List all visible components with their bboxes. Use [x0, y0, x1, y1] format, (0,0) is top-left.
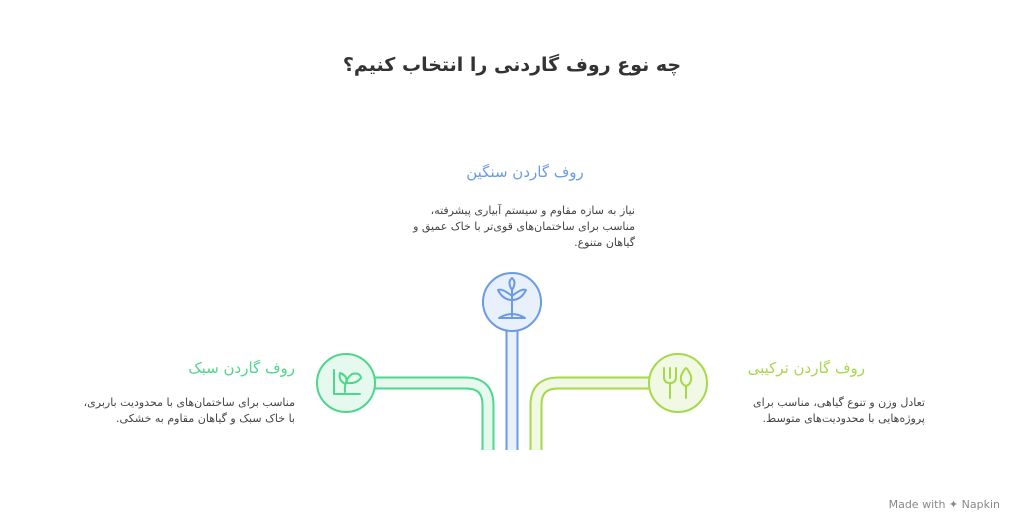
heavy-desc-line: گیاهان متنوع. — [574, 236, 635, 249]
combo-option-title: روف گاردن ترکیبی — [747, 359, 865, 377]
heavy-option-title: روف گاردن سنگین — [466, 163, 584, 181]
light-option-title: روف گاردن سبک — [188, 359, 295, 377]
napkin-brand: Napkin — [961, 498, 1000, 511]
garden-tools-icon — [663, 367, 693, 399]
combo-node — [648, 353, 708, 413]
light-option-description: مناسب برای ساختمان‌های با محدودیت باربری… — [40, 395, 295, 427]
combo-option-description: تعادل وزن و تنوع گیاهی، مناسب برای پروژه… — [725, 395, 925, 427]
made-with-napkin-footer[interactable]: Made with ✦ Napkin — [889, 498, 1000, 511]
light-desc-line: مناسب برای ساختمان‌های با محدودیت باربری… — [83, 396, 295, 409]
heavy-option-description: نیاز به سازه مقاوم و سیستم آبیاری پیشرفت… — [385, 203, 635, 251]
heavy-desc-line: مناسب برای ساختمان‌های قوی‌تر با خاک عمی… — [413, 220, 635, 233]
combo-desc-line: تعادل وزن و تنوع گیاهی، مناسب برای — [752, 396, 925, 409]
light-desc-line: با خاک سبک و گیاهان مقاوم به خشکی. — [116, 412, 295, 425]
heavy-desc-line: نیاز به سازه مقاوم و سیستم آبیاری پیشرفت… — [430, 204, 635, 217]
leaf-plant-icon — [333, 369, 362, 395]
made-with-label: Made with — [888, 498, 946, 511]
light-pipe — [375, 376, 495, 450]
combo-pipe — [529, 376, 649, 450]
sprout-icon — [497, 277, 527, 319]
combo-desc-line: پروژه‌هایی با محدودیت‌های متوسط. — [762, 412, 925, 425]
diagram-title: چه نوع روف گاردنی را انتخاب کنیم؟ — [342, 54, 682, 76]
light-node — [316, 353, 376, 413]
napkin-icon: ✦ — [948, 498, 959, 511]
heavy-node — [482, 272, 542, 332]
